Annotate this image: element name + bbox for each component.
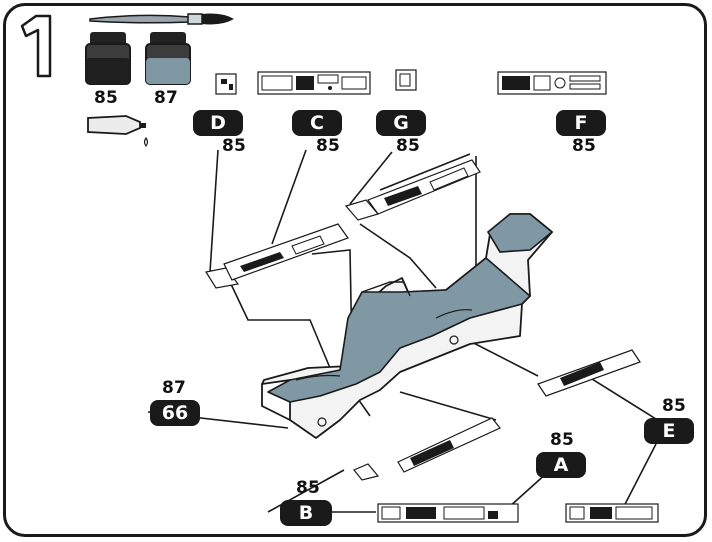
decal-tag-c: C xyxy=(292,110,342,136)
decal-strip-d xyxy=(205,267,240,289)
decal-thumbnail-c xyxy=(257,71,371,95)
decal-code-b: 85 xyxy=(296,478,321,498)
decal-thumbnail-f xyxy=(497,71,607,95)
glue-tube-icon xyxy=(87,115,149,148)
decal-thumbnail-e xyxy=(565,503,659,523)
decal-code-g: 85 xyxy=(396,136,421,156)
decal-tag-f: F xyxy=(556,110,606,136)
decal-thumbnail-a xyxy=(377,503,519,523)
decal-tag-e: E xyxy=(644,418,694,444)
decal-tag-a: A xyxy=(536,452,586,478)
part-paint-code: 87 xyxy=(162,378,187,398)
decal-strip-e xyxy=(537,349,641,397)
decal-strip-a xyxy=(397,417,501,473)
dashboard-part xyxy=(261,213,554,439)
decal-strip-f xyxy=(367,159,481,215)
decal-tag-g: G xyxy=(376,110,426,136)
paintbrush-icon xyxy=(89,13,234,25)
decal-tag-d: D xyxy=(193,110,243,136)
step-number-icon xyxy=(20,14,52,78)
part-number-tag: 66 xyxy=(150,400,200,426)
instruction-frame xyxy=(3,3,707,537)
decal-code-f: 85 xyxy=(572,136,597,156)
decal-code-e: 85 xyxy=(662,396,687,416)
decal-thumbnail-d xyxy=(215,73,237,95)
paint-code-grey: 87 xyxy=(154,88,179,108)
paint-code-dark: 85 xyxy=(94,88,119,108)
paint-jar-icon xyxy=(145,32,191,85)
decal-code-a: 85 xyxy=(550,430,575,450)
decal-strip-b xyxy=(353,463,380,481)
decal-strip-c xyxy=(223,223,349,281)
decal-code-d: 85 xyxy=(222,136,247,156)
decal-code-c: 85 xyxy=(316,136,341,156)
paint-jar-icon xyxy=(85,32,131,85)
decal-tag-b: B xyxy=(280,500,332,526)
decal-thumbnail-g xyxy=(395,69,417,91)
